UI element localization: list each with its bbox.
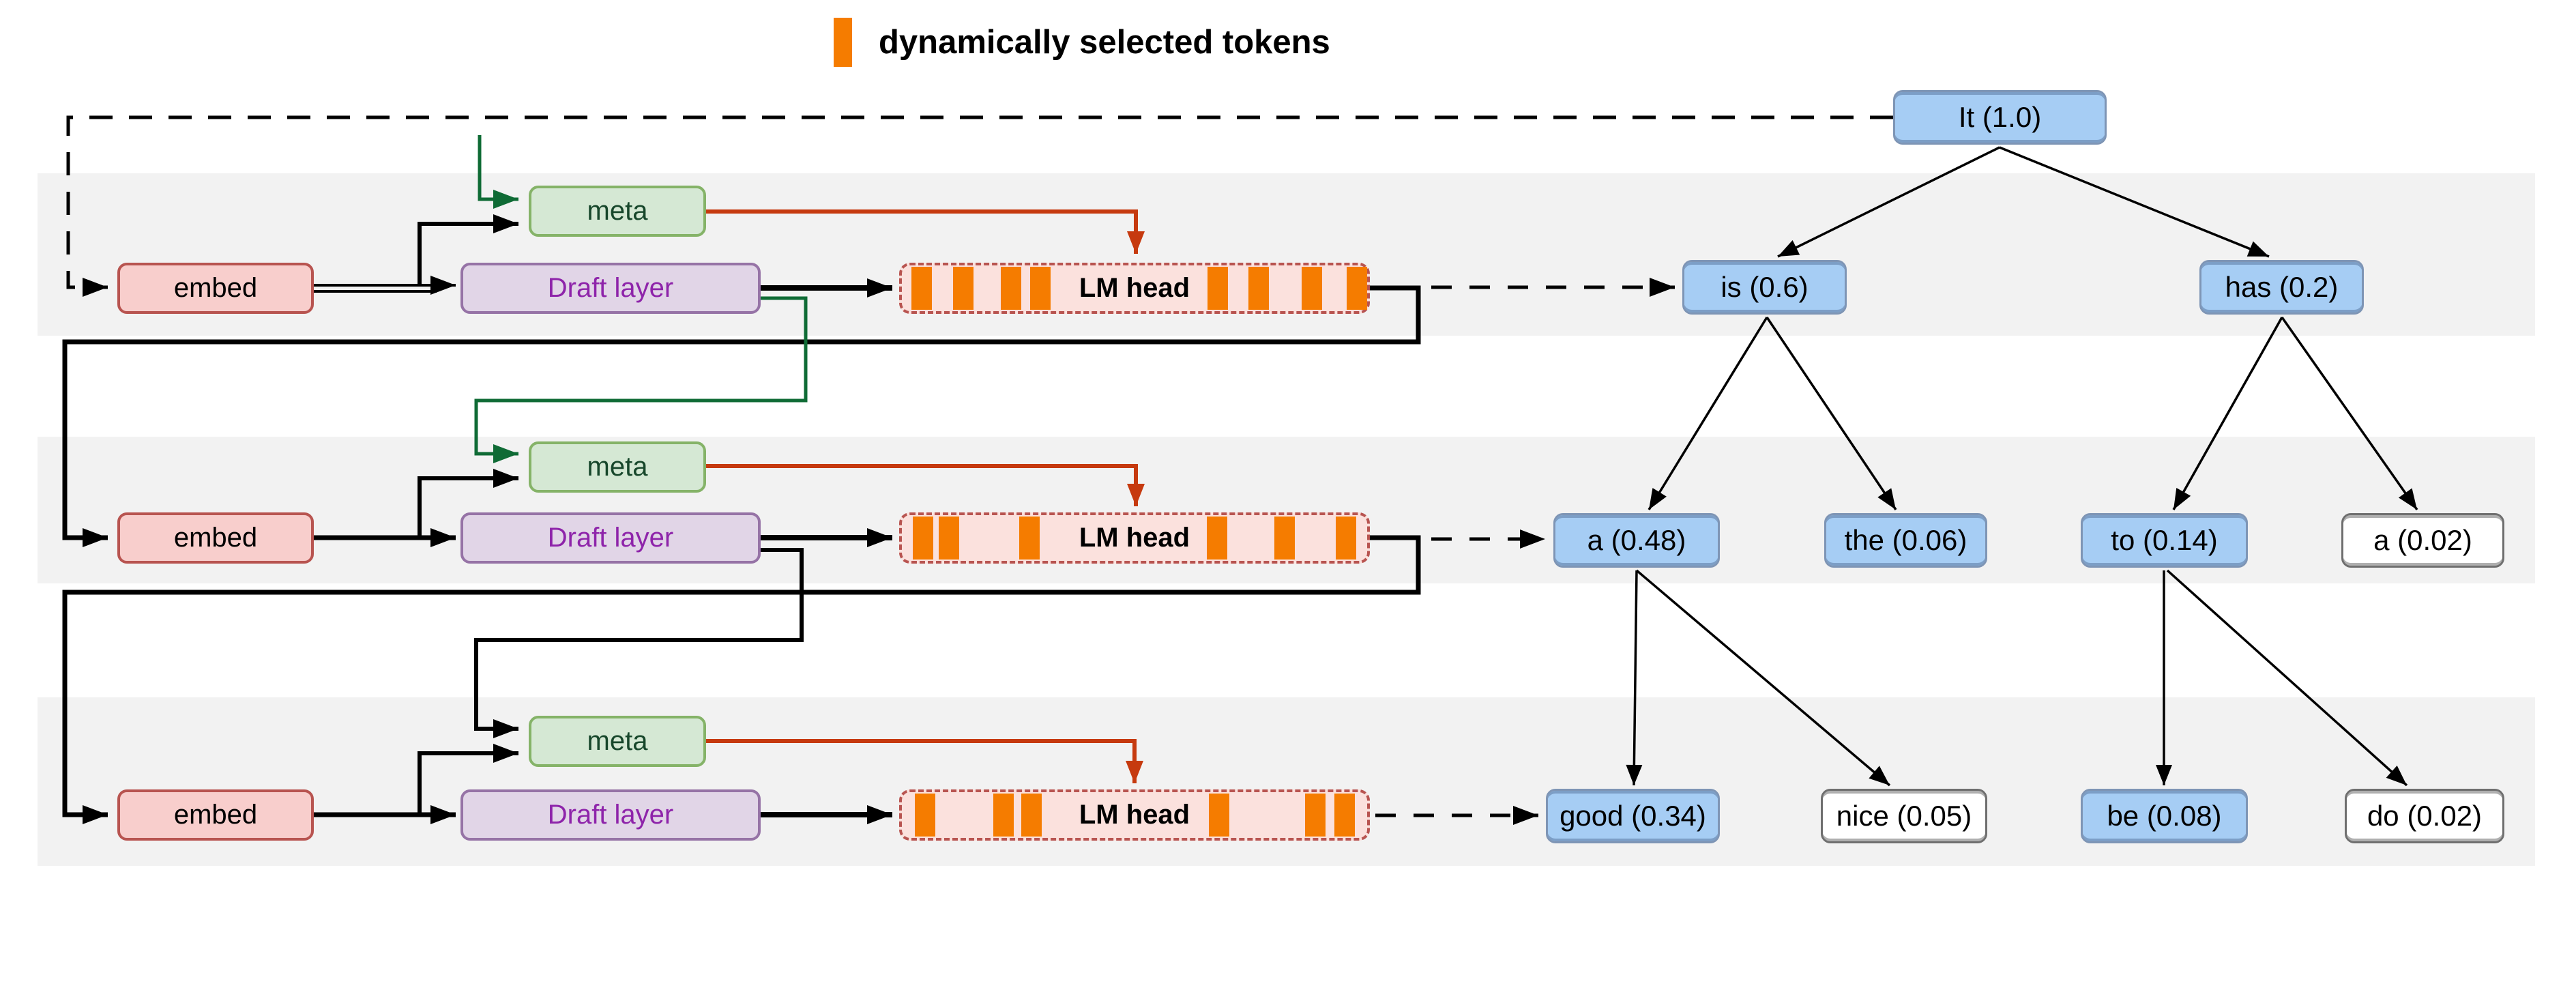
tree-node-it: It (1.0) <box>1893 90 2107 145</box>
selected-token-stripe <box>1336 517 1356 560</box>
tree-node-to: to (0.14) <box>2081 513 2248 568</box>
selected-token-stripe <box>993 794 1014 837</box>
draft-layer-box-row1: Draft layer <box>460 263 761 314</box>
edge-is-to-the <box>1766 317 1897 510</box>
edge-is-to-a <box>1648 317 1768 510</box>
tree-node-good: good (0.34) <box>1546 789 1720 843</box>
edge-a-to-nice <box>1635 569 1891 787</box>
selected-token-stripe <box>1302 267 1322 310</box>
legend-label: dynamically selected tokens <box>879 24 1330 61</box>
connector-green-draft1-to-meta2 <box>474 296 808 463</box>
arrow-meta1-to-lmhead1 <box>706 209 1145 254</box>
lm-head-label-row2: LM head <box>1079 523 1190 553</box>
edge-a-to-good <box>1626 570 1643 786</box>
selected-token-stripe <box>953 267 974 310</box>
selected-token-stripe <box>939 517 959 560</box>
lm-head-box-row2: LM head <box>899 512 1370 564</box>
edge-to-to-do <box>2166 569 2408 787</box>
arrow-green-into-meta1 <box>478 135 518 209</box>
arrow-meta2-to-lmhead2 <box>706 464 1145 506</box>
draft-layer-box-row2: Draft layer <box>460 512 761 564</box>
edge-has-to-a2 <box>2281 316 2418 511</box>
meta-box-row1: meta <box>529 186 706 237</box>
tree-node-be: be (0.08) <box>2081 789 2248 843</box>
selected-token-stripe <box>1021 794 1042 837</box>
arrow-embed3-to-meta3 <box>418 744 518 815</box>
embed-box-row1: embed <box>117 263 314 314</box>
tree-node-a2: a (0.02) <box>2341 513 2504 568</box>
selected-token-stripe <box>1305 794 1326 837</box>
arrow-embed2-to-meta2 <box>418 469 518 538</box>
selected-token-stripe <box>1030 267 1051 310</box>
selected-token-stripe <box>1248 267 1269 310</box>
arrow-meta3-to-lmhead3 <box>706 739 1143 783</box>
selected-token-stripe <box>1274 517 1295 560</box>
lm-head-box-row3: LM head <box>899 789 1370 841</box>
arrow-embed1-to-meta1 <box>418 214 518 287</box>
lm-head-label-row3: LM head <box>1079 800 1190 830</box>
embed-box-row3: embed <box>117 789 314 841</box>
selected-token-stripe <box>913 517 933 560</box>
selected-token-stripe <box>1209 794 1229 837</box>
selected-token-stripe <box>915 794 935 837</box>
meta-box-row3: meta <box>529 716 706 767</box>
selected-token-stripe <box>911 267 932 310</box>
embed-box-row2: embed <box>117 512 314 564</box>
edge-it-to-is <box>1777 146 2000 258</box>
selected-token-stripe <box>1334 794 1355 837</box>
selected-token-stripe <box>1208 267 1228 310</box>
tree-node-do: do (0.02) <box>2345 789 2504 843</box>
connector-draft2-to-meta3 <box>474 548 804 738</box>
arrow-dashed-it-to-embed1 <box>66 115 1893 297</box>
legend-swatch-orange <box>834 18 852 67</box>
lm-head-label-row1: LM head <box>1079 273 1190 303</box>
feedback-lmhead2-to-embed3 <box>62 535 1421 824</box>
selected-token-stripe <box>1019 517 1040 560</box>
selected-token-stripe <box>1207 517 1227 560</box>
selected-token-stripe <box>1347 267 1367 310</box>
tree-node-nice: nice (0.05) <box>1821 789 1987 843</box>
tree-node-is: is (0.6) <box>1682 260 1847 315</box>
edge-it-to-has <box>1999 146 2270 258</box>
tree-node-a: a (0.48) <box>1553 513 1720 568</box>
tree-node-has: has (0.2) <box>2199 260 2364 315</box>
tree-node-the: the (0.06) <box>1824 513 1987 568</box>
edge-has-to-to <box>2172 317 2283 510</box>
draft-layer-box-row3: Draft layer <box>460 789 761 841</box>
meta-box-row2: meta <box>529 441 706 493</box>
selected-token-stripe <box>1001 267 1021 310</box>
lm-head-box-row1: LM head <box>899 263 1370 314</box>
feedback-lmhead1-to-embed2 <box>62 285 1421 547</box>
